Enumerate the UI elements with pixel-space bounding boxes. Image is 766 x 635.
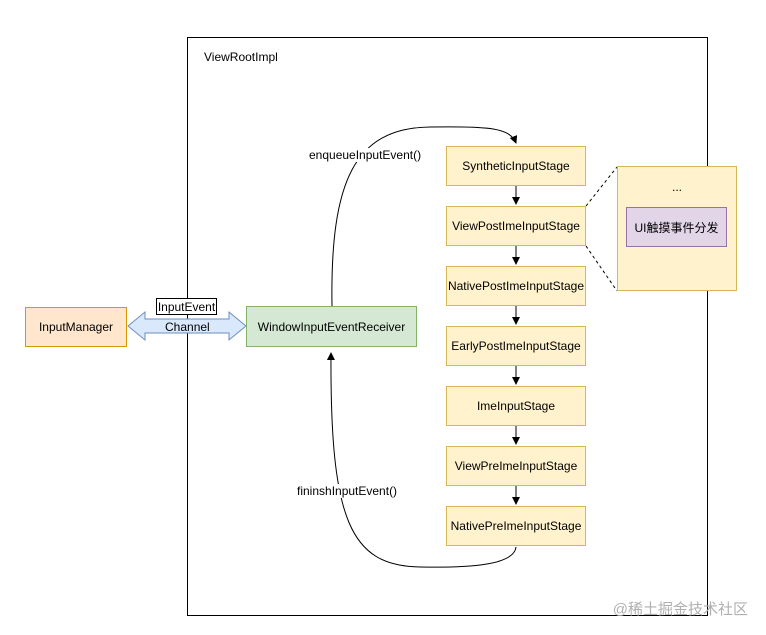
channel-label: Channel	[165, 320, 210, 334]
stage-ime: ImeInputStage	[446, 386, 586, 426]
stage-early-post-ime: EarlyPostImeInputStage	[446, 326, 586, 366]
stage-view-post-ime: ViewPostImeInputStage	[446, 206, 586, 246]
stage-view-pre-ime: ViewPreImeInputStage	[446, 446, 586, 486]
finish-label: fininshInputEvent()	[297, 484, 398, 498]
enqueue-label: enqueueInputEvent()	[309, 148, 422, 162]
input-event-label: InputEvent	[156, 298, 217, 315]
stage-synthetic: SyntheticInputStage	[446, 146, 586, 186]
window-input-event-receiver-node: WindowInputEventReceiver	[246, 306, 417, 347]
stage-native-pre-ime: NativePreImeInputStage	[446, 506, 586, 546]
watermark: @稀土掘金技术社区	[612, 601, 748, 618]
input-manager-node: InputManager	[25, 307, 127, 347]
zoom-line-bottom	[585, 245, 618, 292]
ui-touch-dispatch-node: UI触摸事件分发	[626, 207, 727, 247]
finish-edge	[326, 352, 517, 568]
container-label: ViewRootImpl	[204, 50, 278, 64]
enqueue-edge	[331, 126, 518, 307]
stage-native-post-ime: NativePostImeInputStage	[446, 266, 586, 306]
zoom-line-top	[585, 166, 618, 207]
detail-ellipsis: ...	[671, 180, 682, 194]
